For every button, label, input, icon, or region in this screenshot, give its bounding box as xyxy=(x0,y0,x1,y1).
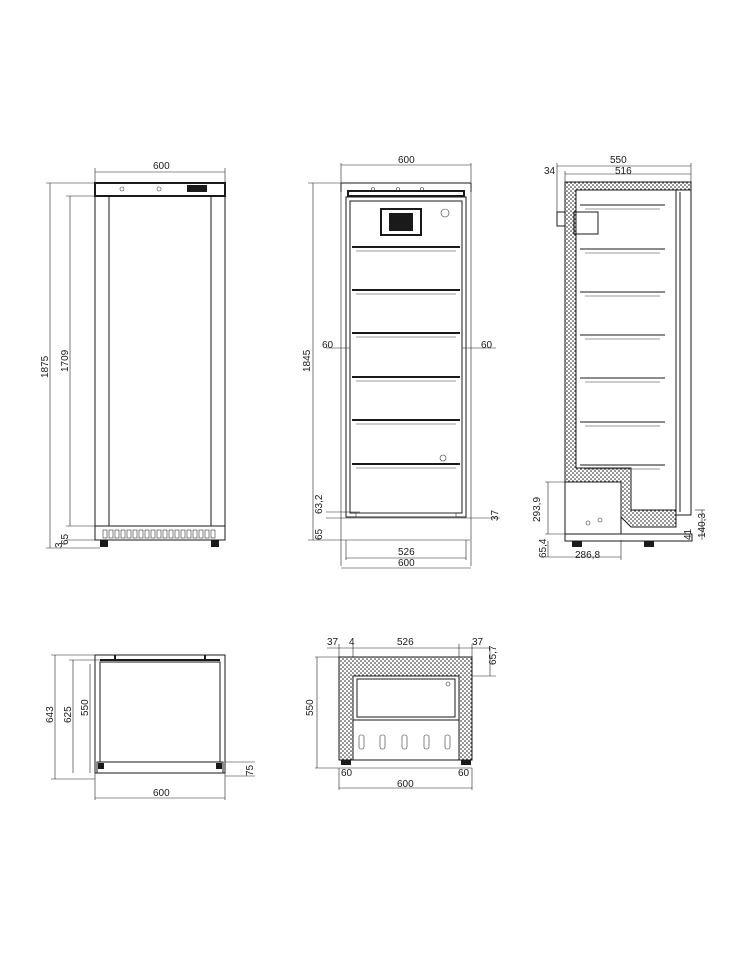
side-comp-height-label: 293,9 xyxy=(532,497,543,522)
interior-shelves xyxy=(352,246,460,469)
front-height-total-label: 1875 xyxy=(40,355,51,378)
front-view xyxy=(46,168,226,549)
interior-base-a-label: 63,2 xyxy=(314,494,325,514)
side-section-view xyxy=(545,163,705,560)
top-view xyxy=(51,654,255,800)
side-comp-depth-label: 286,8 xyxy=(575,550,600,561)
interior-width-bottom-label: 600 xyxy=(398,558,415,569)
interior-width-inner-label: 526 xyxy=(398,547,415,558)
plan-gap-left-label: 4 xyxy=(349,637,355,648)
top-width-label: 600 xyxy=(153,788,170,799)
side-shelves xyxy=(580,204,665,470)
front-foot-b-label: 3 xyxy=(54,542,65,548)
interior-side-right-label: 60 xyxy=(481,340,493,351)
side-grille-height-label: 140,3 xyxy=(697,513,708,538)
top-depth-mid-label: 625 xyxy=(63,706,74,723)
front-foot-a-label: 65 xyxy=(60,533,71,545)
side-depth-inner-label: 516 xyxy=(615,166,632,177)
top-handle-label: 75 xyxy=(245,764,256,776)
plan-side-right-label: 60 xyxy=(458,768,470,779)
top-depth-total-label: 643 xyxy=(45,706,56,723)
plan-side-left-label: 60 xyxy=(341,768,353,779)
plan-section-view xyxy=(315,644,496,790)
front-width-label: 600 xyxy=(153,161,170,172)
plan-vents xyxy=(358,734,451,750)
plan-wall-right-label: 37 xyxy=(472,637,484,648)
side-small-a-label: 41 xyxy=(683,528,694,540)
interior-width-outer-label: 600 xyxy=(398,155,415,166)
plan-inner-width-label: 526 xyxy=(397,637,414,648)
plan-depth-label: 550 xyxy=(305,699,316,716)
front-grille xyxy=(102,529,216,539)
front-height-body-label: 1709 xyxy=(60,349,71,372)
top-depth-inner-label: 550 xyxy=(80,699,91,716)
interior-view xyxy=(308,163,500,569)
plan-wall-left-label: 37 xyxy=(327,637,339,648)
interior-height-label: 1845 xyxy=(302,349,313,372)
interior-side-left-label: 60 xyxy=(322,340,334,351)
plan-top-height-label: 65,7 xyxy=(488,645,499,665)
side-foot-height-label: 65,4 xyxy=(538,538,549,558)
interior-base-c-label: 37 xyxy=(490,509,501,521)
interior-base-b-label: 65 xyxy=(314,528,325,540)
side-door-label: 34 xyxy=(544,166,556,177)
side-depth-outer-label: 550 xyxy=(610,155,627,166)
plan-width-label: 600 xyxy=(397,779,414,790)
